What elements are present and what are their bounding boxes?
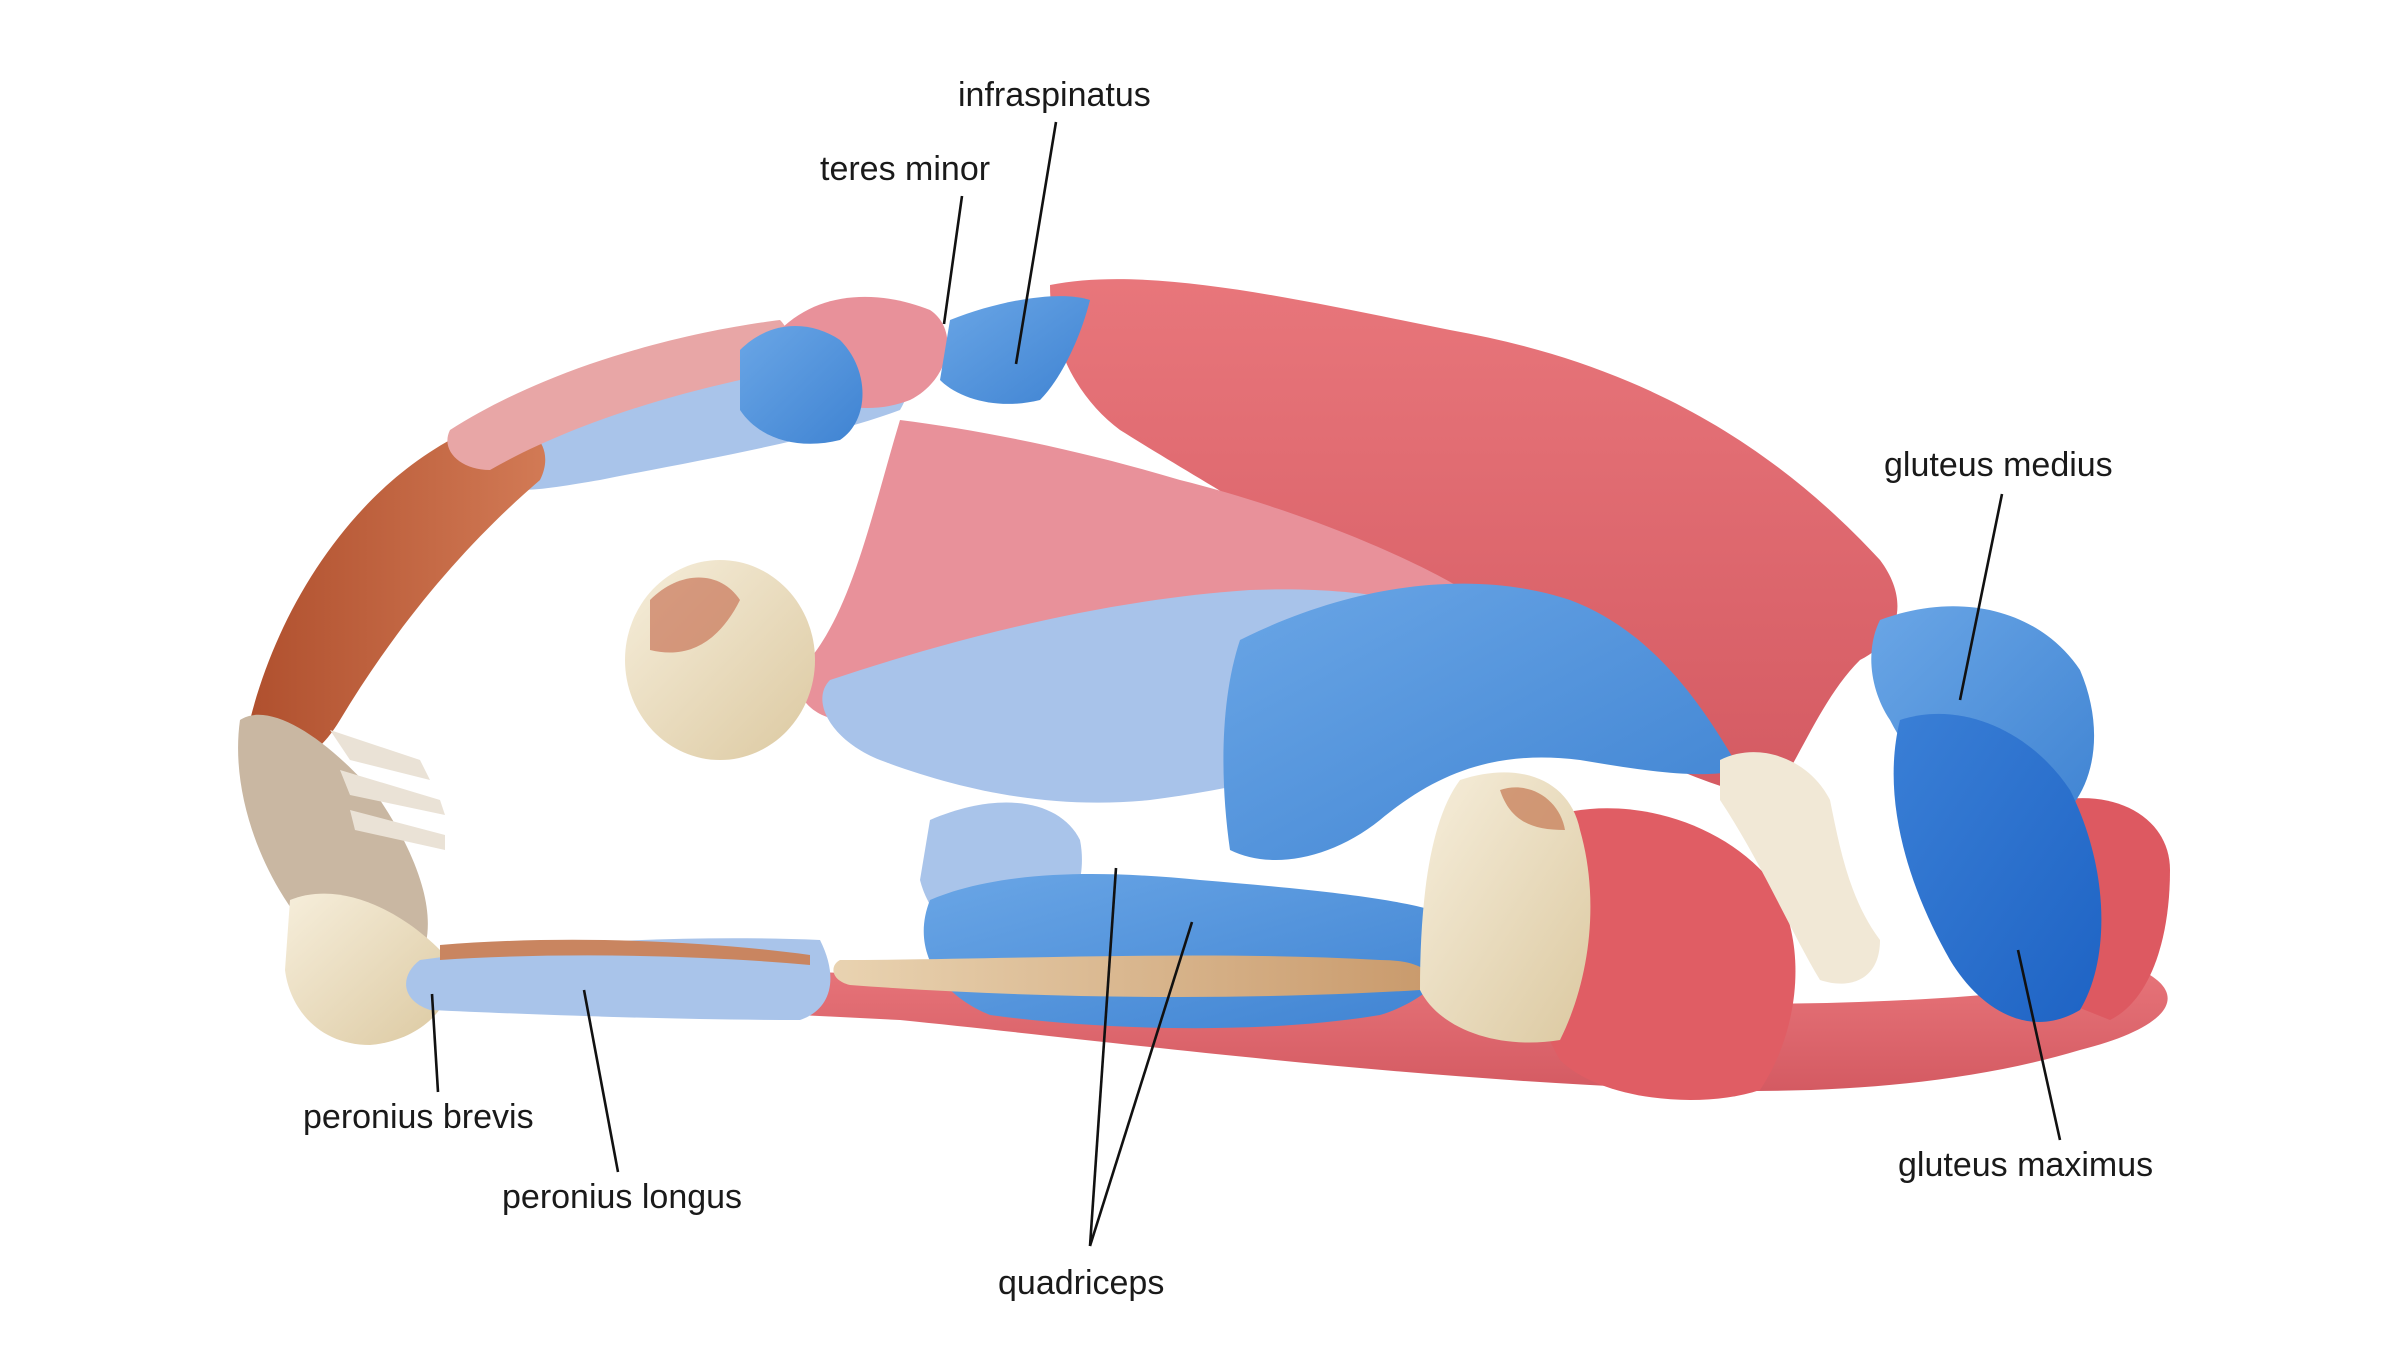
- tibia-tendon: [833, 955, 1430, 997]
- forearm-pink: [447, 320, 788, 470]
- spine: [1720, 752, 1880, 984]
- leader-gluteus-maximus: [2016, 949, 2062, 1141]
- quadriceps-muscle: [923, 874, 1462, 1029]
- label-gluteus-maximus: gluteus maximus: [1898, 1146, 2154, 1184]
- pelvis-bone: [1420, 772, 1591, 1043]
- infraspinatus-muscle: [940, 296, 1090, 404]
- head-muscle: [650, 577, 740, 653]
- leader-peronius-brevis: [430, 993, 440, 1093]
- label-teres-minor: teres minor: [820, 150, 991, 188]
- label-quadriceps: quadriceps: [998, 1264, 1165, 1302]
- gluteus-maximus-muscle: [1893, 713, 2102, 1022]
- leader-teres-minor: [942, 195, 964, 325]
- forearm: [250, 423, 546, 762]
- fingers: [330, 730, 445, 850]
- latissimus-dorsi: [1050, 279, 1898, 801]
- trunk-blue: [1223, 583, 1740, 860]
- label-peronius-longus: peronius longus: [502, 1178, 743, 1216]
- foot: [285, 893, 451, 1045]
- leader-peronius-longus: [582, 989, 620, 1173]
- leader-quadriceps-b: [1088, 921, 1194, 1247]
- peroneus-tendon: [440, 939, 810, 965]
- hand: [238, 714, 428, 968]
- label-gluteus-medius: gluteus medius: [1884, 446, 2113, 484]
- leader-gluteus-medius: [1958, 493, 2004, 701]
- leader-quadriceps-a: [1088, 867, 1118, 1247]
- label-peronius-brevis: peronius brevis: [303, 1098, 534, 1136]
- leader-infraspinatus: [1014, 121, 1058, 365]
- hip-tendon: [1500, 787, 1565, 830]
- label-infraspinatus: infraspinatus: [958, 76, 1151, 114]
- triceps-blue: [740, 326, 863, 444]
